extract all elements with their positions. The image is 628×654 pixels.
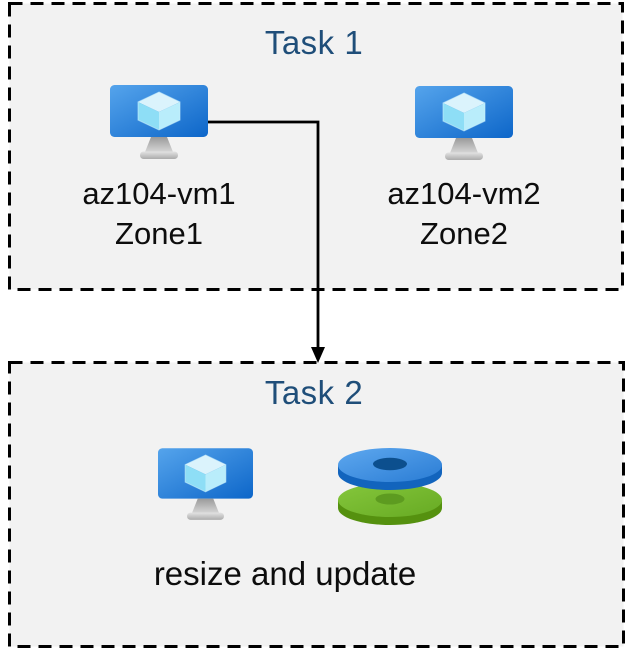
task2-caption: resize and update	[153, 555, 417, 592]
vm1-name: az104-vm1	[82, 176, 236, 211]
connector-arrowhead	[311, 347, 325, 363]
virtual-machine-icon	[110, 85, 208, 163]
task2-box	[8, 361, 625, 648]
vm2-zone: Zone2	[420, 216, 508, 251]
managed-disks-icon	[337, 441, 443, 527]
connector-arrow-line	[208, 120, 320, 349]
vm2-label: az104-vm2 Zone2	[387, 174, 540, 254]
task2-title: Task 2	[264, 374, 364, 411]
vm2-name: az104-vm2	[387, 176, 541, 211]
virtual-machine-icon	[415, 86, 513, 164]
vm1-zone: Zone1	[115, 216, 203, 251]
task1-title: Task 1	[264, 24, 364, 61]
vm1-label: az104-vm1 Zone1	[82, 174, 235, 254]
virtual-machine-icon	[158, 448, 253, 524]
task1-box	[8, 2, 624, 291]
